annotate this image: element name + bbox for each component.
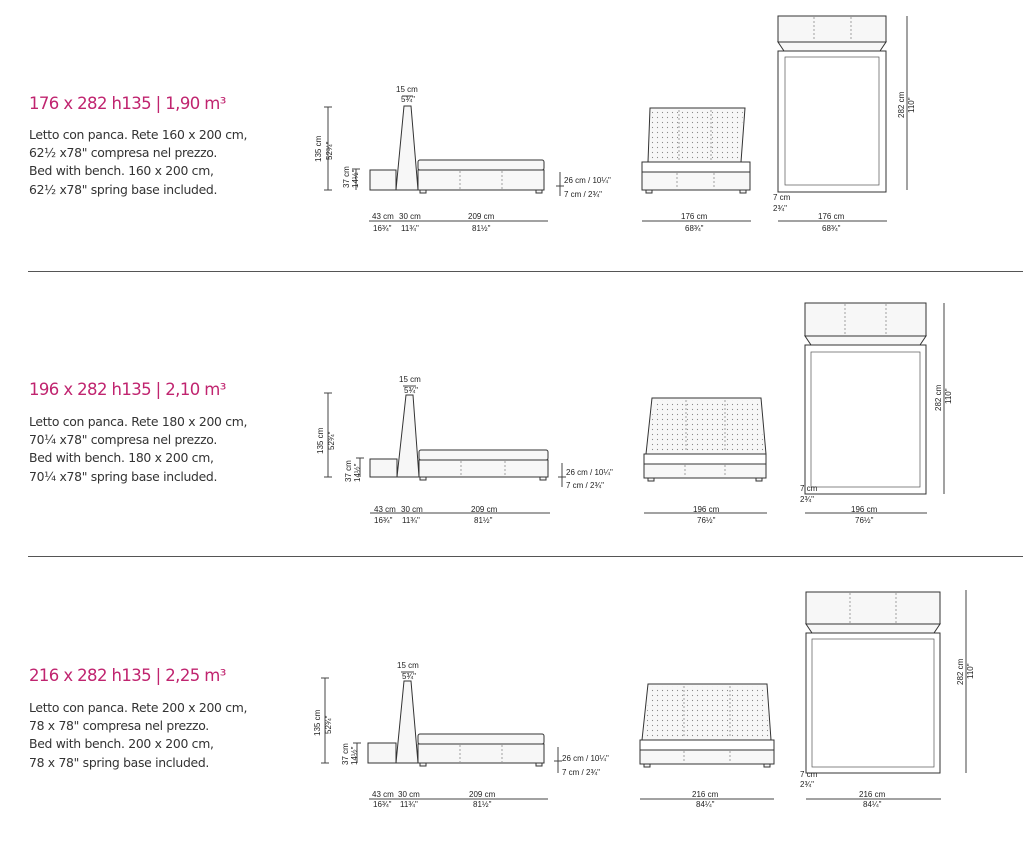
bench-depth-label: 43 cm <box>372 212 394 221</box>
front-view: 176 cm 68¾" <box>641 107 751 233</box>
margin-label: 7 cm <box>773 193 791 202</box>
variant-title: 216 x 282 h135 | 2,25 m³ <box>29 666 226 685</box>
variant-title: 196 x 282 h135 | 2,10 m³ <box>29 380 226 399</box>
top-width-label-in: 68¾" <box>822 224 841 233</box>
top-length-label-in: 110" <box>907 97 916 113</box>
margin-label-in: 2¾" <box>800 495 814 504</box>
top-view: 282 cm 110" 7 cm 2¾" 216 cm 84¼" <box>800 590 975 809</box>
bench-depth-label-in: 16¾" <box>373 224 392 233</box>
description-line: 78 x 78" spring base included. <box>29 754 210 770</box>
height-label-in: 52¾" <box>327 431 336 450</box>
front-width-label-in: 84¼" <box>696 800 715 809</box>
top-length-label-in: 110" <box>944 388 953 404</box>
mattress-height-label: 26 cm / 10¼" <box>566 468 613 477</box>
front-width-label: 196 cm <box>693 505 720 514</box>
headboard-top-label-in: 5¾" <box>402 672 416 681</box>
description-line: 62½ x78" compresa nel prezzo. <box>29 145 217 161</box>
front-width-label: 176 cm <box>681 212 708 221</box>
description-line: 70¼ x78" compresa nel prezzo. <box>29 432 217 448</box>
front-width-label-in: 76½" <box>697 516 716 525</box>
variant-description: Letto con panca. Rete 160 x 200 cm, 62½ … <box>29 126 248 199</box>
margin-label-in: 2¾" <box>773 204 787 213</box>
margin-label: 7 cm <box>800 484 818 493</box>
top-length-label: 282 cm <box>897 91 906 118</box>
mattress-height-label: 26 cm / 10¼" <box>564 176 611 185</box>
variant-title: 176 x 282 h135 | 1,90 m³ <box>29 94 226 113</box>
height-label-in: 52¾" <box>324 715 333 734</box>
bench-height-label: 37 cm <box>344 460 353 482</box>
bed-length-label-in: 81½" <box>473 800 492 809</box>
section-divider <box>28 271 1023 272</box>
variant-drawings: 135 cm 52¾" 37 cm 14½" 15 cm 5¾" 26 cm /… <box>314 15 916 233</box>
description-line: 78 x 78" compresa nel prezzo. <box>29 718 209 734</box>
front-width-label: 216 cm <box>692 790 719 799</box>
variant-drawings: 135 cm 52¾" 37 cm 14½" 15 cm 5¾" 26 cm /… <box>316 302 953 525</box>
description-line: Bed with bench. 200 x 200 cm, <box>29 736 214 752</box>
bed-length-label-in: 81½" <box>474 516 493 525</box>
top-length-label: 282 cm <box>934 384 943 411</box>
front-width-label-in: 68¾" <box>685 224 704 233</box>
head-depth-label: 30 cm <box>399 212 421 221</box>
side-view: 135 cm 52¾" 37 cm 14½" 15 cm 5¾" 26 cm /… <box>313 661 609 809</box>
leg-height-label: 7 cm / 2¾" <box>562 768 600 777</box>
height-label: 135 cm <box>313 709 322 736</box>
leg-height-label: 7 cm / 2¾" <box>566 481 604 490</box>
bench-depth-label: 43 cm <box>374 505 396 514</box>
bed-length-label: 209 cm <box>468 212 495 221</box>
head-depth-label-in: 11¾" <box>400 800 418 809</box>
height-label: 135 cm <box>314 135 323 162</box>
description-line: 62½ x78" spring base included. <box>29 181 218 197</box>
head-depth-label: 30 cm <box>398 790 420 799</box>
description-line: Bed with bench. 160 x 200 cm, <box>29 163 214 179</box>
bench-depth-label: 43 cm <box>372 790 394 799</box>
bench-height-label-in: 14½" <box>350 746 359 765</box>
top-view: 282 cm 110" 7 cm 2¾" 196 cm 76½" <box>800 302 953 525</box>
margin-label: 7 cm <box>800 770 818 779</box>
top-width-label: 196 cm <box>851 505 878 514</box>
description-line: Letto con panca. Rete 200 x 200 cm, <box>29 700 248 715</box>
top-length-label-in: 110" <box>966 663 975 679</box>
bench-height-label: 37 cm <box>341 743 350 765</box>
height-label-in: 52¾" <box>325 141 334 160</box>
top-width-label-in: 84¼" <box>863 800 882 809</box>
top-width-label: 176 cm <box>818 212 845 221</box>
headboard-top-label: 15 cm <box>397 661 419 670</box>
description-line: 70¼ x78" spring base included. <box>29 468 218 484</box>
variant-description: Letto con panca. Rete 200 x 200 cm, 78 x… <box>29 699 248 772</box>
bed-length-label-in: 81½" <box>472 224 491 233</box>
front-view: 216 cm 84¼" <box>639 683 775 809</box>
top-width-label: 216 cm <box>859 790 886 799</box>
headboard-top-label-in: 5¾" <box>404 386 418 395</box>
bed-length-label: 209 cm <box>471 505 498 514</box>
top-width-label-in: 76½" <box>855 516 874 525</box>
top-view: 282 cm 110" 7 cm 2¾" 176 cm 68¾" <box>773 15 916 233</box>
leg-height-label: 7 cm / 2¾" <box>564 190 602 199</box>
bed-length-label: 209 cm <box>469 790 496 799</box>
head-depth-label-in: 11¾" <box>401 224 419 233</box>
head-depth-label: 30 cm <box>401 505 423 514</box>
headboard-top-label: 15 cm <box>396 85 418 94</box>
margin-label-in: 2¾" <box>800 780 814 789</box>
bench-height-label-in: 14½" <box>351 169 360 188</box>
description-line: Letto con panca. Rete 160 x 200 cm, <box>29 127 248 142</box>
headboard-top-label-in: 5¾" <box>401 95 415 104</box>
side-view: 135 cm 52¾" 37 cm 14½" 15 cm 5¾" 26 cm /… <box>316 375 613 525</box>
head-depth-label-in: 11¾" <box>402 516 420 525</box>
bench-height-label-in: 14½" <box>353 463 362 482</box>
side-view: 135 cm 52¾" 37 cm 14½" 15 cm 5¾" 26 cm /… <box>314 85 611 233</box>
bench-height-label: 37 cm <box>342 166 351 188</box>
headboard-top-label: 15 cm <box>399 375 421 384</box>
mattress-height-label: 26 cm / 10¼" <box>562 754 609 763</box>
section-divider <box>28 556 1023 557</box>
top-length-label: 282 cm <box>956 658 965 685</box>
variant-drawings: 135 cm 52¾" 37 cm 14½" 15 cm 5¾" 26 cm /… <box>313 590 975 809</box>
bench-depth-label-in: 16¾" <box>374 516 393 525</box>
height-label: 135 cm <box>316 427 325 454</box>
front-view: 196 cm 76½" <box>643 397 767 525</box>
bench-depth-label-in: 16¾" <box>373 800 392 809</box>
description-line: Letto con panca. Rete 180 x 200 cm, <box>29 414 248 429</box>
description-line: Bed with bench. 180 x 200 cm, <box>29 450 214 466</box>
variant-description: Letto con panca. Rete 180 x 200 cm, 70¼ … <box>29 413 248 486</box>
